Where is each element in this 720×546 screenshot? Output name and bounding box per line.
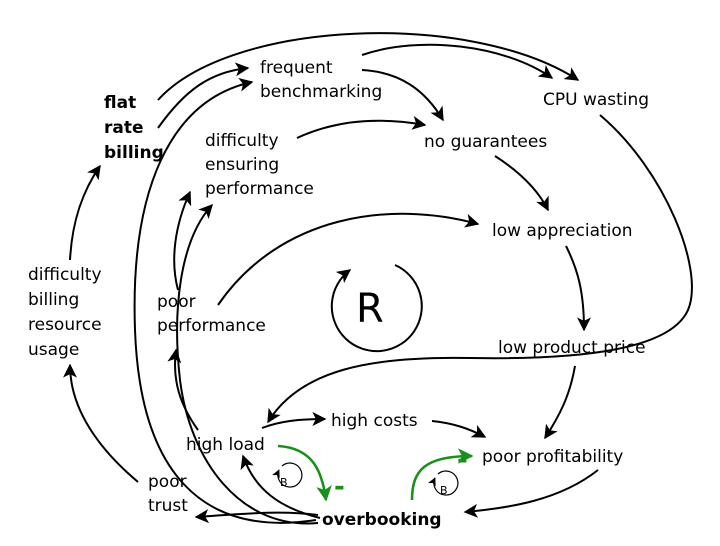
node-low-product-price: low product price: [498, 338, 646, 358]
node-high-costs: high costs: [331, 411, 418, 431]
node-poor-trust: poor trust: [148, 472, 188, 516]
svg-text:poor: poor: [148, 472, 187, 492]
edge-poor-trust-to-difficulty-billing: [63, 363, 139, 483]
svg-text:low product price: low product price: [498, 338, 646, 358]
reinforcing-loop-marker: R: [330, 264, 423, 353]
node-high-load: high load: [186, 435, 265, 455]
svg-text:high load: high load: [186, 435, 265, 455]
svg-text:trust: trust: [148, 496, 188, 516]
edge-high-costs-to-poor-profitability: [431, 420, 487, 438]
svg-text:difficulty: difficulty: [28, 265, 102, 285]
svg-text:benchmarking: benchmarking: [260, 82, 382, 102]
node-poor-profitability: poor profitability: [482, 447, 623, 467]
edge-price-to-poor-profitability: [544, 365, 576, 440]
node-overbooking: overbooking: [322, 510, 442, 530]
svg-text:no guarantees: no guarantees: [424, 132, 547, 152]
svg-text:rate: rate: [104, 118, 144, 138]
node-no-guarantees: no guarantees: [424, 132, 547, 152]
node-frequent-benchmarking: frequent benchmarking: [260, 58, 382, 102]
svg-text:difficulty: difficulty: [205, 131, 279, 151]
svg-text:high costs: high costs: [331, 411, 418, 431]
svg-text:performance: performance: [157, 316, 266, 336]
edge-high-load-to-overbooking-negative: [277, 444, 332, 502]
edge-cpu-wasting-to-high-load: [267, 114, 693, 424]
svg-text:CPU wasting: CPU wasting: [543, 90, 649, 110]
loop-b-right-label: B: [440, 484, 448, 497]
svg-text:poor: poor: [157, 292, 196, 312]
svg-text:poor profitability: poor profitability: [482, 447, 623, 467]
loop-b-left-label: B: [280, 476, 288, 489]
svg-text:low appreciation: low appreciation: [492, 221, 633, 241]
edge-low-appreciation-to-price: [565, 245, 591, 332]
node-poor-performance: poor performance: [157, 292, 266, 336]
edge-poor-profitability-to-overbooking: [463, 469, 599, 518]
edge-difficulty-billing-to-flat-rate: [69, 164, 101, 261]
svg-text:billing: billing: [28, 290, 79, 310]
minus-sign-left: -: [334, 472, 345, 502]
svg-text:performance: performance: [205, 179, 314, 199]
balancing-loop-marker-left: B: [272, 462, 303, 489]
edge-high-load-to-poor-performance: [167, 348, 199, 431]
loop-r-label: R: [356, 286, 384, 332]
edge-flat-rate-to-cpu-wasting: [157, 32, 580, 101]
svg-text:resource: resource: [28, 315, 102, 335]
node-flat-rate-billing: flat rate billing: [104, 93, 164, 163]
edge-difficulty-performance-to-no-guarantees: [296, 115, 427, 139]
svg-text:flat: flat: [104, 93, 136, 113]
node-difficulty-billing-resource-usage: difficulty billing resource usage: [28, 265, 102, 360]
minus-sign-right: -: [457, 445, 468, 475]
edge-overbooking-to-high-load: [240, 454, 321, 519]
edge-no-guarantees-to-low-appreciation: [494, 155, 549, 212]
edge-benchmarking-to-cpu-wasting: [361, 43, 554, 79]
balancing-loop-marker-right: B: [428, 470, 459, 497]
svg-text:overbooking: overbooking: [322, 510, 442, 530]
edge-flat-rate-to-benchmarking: [157, 62, 250, 129]
edge-overbooking-to-benchmarking: [133, 77, 317, 524]
edge-overbooking-to-poor-trust: [194, 509, 319, 524]
edge-overbooking-to-difficulty-performance: [176, 203, 319, 525]
svg-text:ensuring: ensuring: [205, 155, 279, 175]
edge-high-load-to-high-costs: [261, 412, 327, 429]
node-difficulty-ensuring-performance: difficulty ensuring performance: [205, 131, 314, 199]
node-low-appreciation: low appreciation: [492, 221, 633, 241]
svg-text:frequent: frequent: [260, 58, 333, 78]
node-cpu-wasting: CPU wasting: [543, 90, 649, 110]
edge-benchmarking-to-no-guarantees: [361, 69, 444, 122]
svg-text:billing: billing: [104, 143, 164, 163]
edge-poor-performance-to-low-appreciation: [217, 212, 480, 306]
edge-poor-performance-to-difficulty: [173, 190, 192, 291]
svg-text:usage: usage: [28, 340, 79, 360]
edge-overbooking-to-poor-profitability-negative: [410, 448, 474, 501]
